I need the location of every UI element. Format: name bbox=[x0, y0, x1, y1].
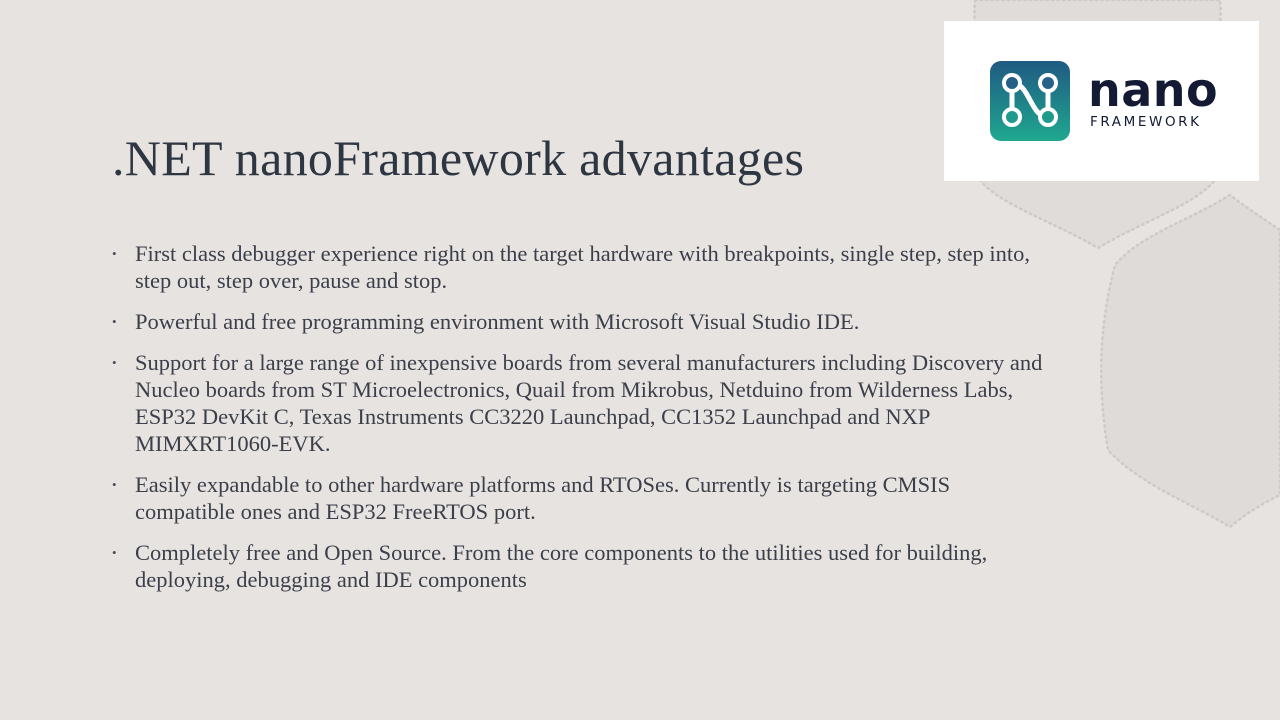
nanoframework-logo-icon bbox=[990, 61, 1070, 141]
bullet-text: Powerful and free programming environmen… bbox=[135, 309, 860, 334]
bullet-list: • First class debugger experience right … bbox=[112, 240, 1047, 607]
logo-subtitle: FRAMEWORK bbox=[1090, 114, 1202, 130]
bullet-text: Completely free and Open Source. From th… bbox=[135, 540, 988, 592]
bullet-item: • Easily expandable to other hardware pl… bbox=[112, 471, 1047, 525]
bullet-marker: • bbox=[112, 314, 117, 329]
bullet-text: First class debugger experience right on… bbox=[135, 241, 1030, 293]
bullet-item: • Support for a large range of inexpensi… bbox=[112, 349, 1047, 457]
nanoframework-logo: nano FRAMEWORK bbox=[944, 21, 1259, 181]
bullet-marker: • bbox=[112, 246, 117, 261]
bullet-item: • Completely free and Open Source. From … bbox=[112, 539, 1047, 593]
bullet-marker: • bbox=[112, 545, 117, 560]
bullet-marker: • bbox=[112, 477, 117, 492]
logo-wordmark: nano bbox=[1088, 63, 1219, 117]
bullet-marker: • bbox=[112, 355, 117, 370]
bullet-item: • First class debugger experience right … bbox=[112, 240, 1047, 294]
slide-title: .NET nanoFramework advantages bbox=[112, 130, 805, 186]
bullet-item: • Powerful and free programming environm… bbox=[112, 308, 1047, 335]
bullet-text: Easily expandable to other hardware plat… bbox=[135, 472, 951, 524]
bullet-text: Support for a large range of inexpensive… bbox=[135, 350, 1043, 456]
